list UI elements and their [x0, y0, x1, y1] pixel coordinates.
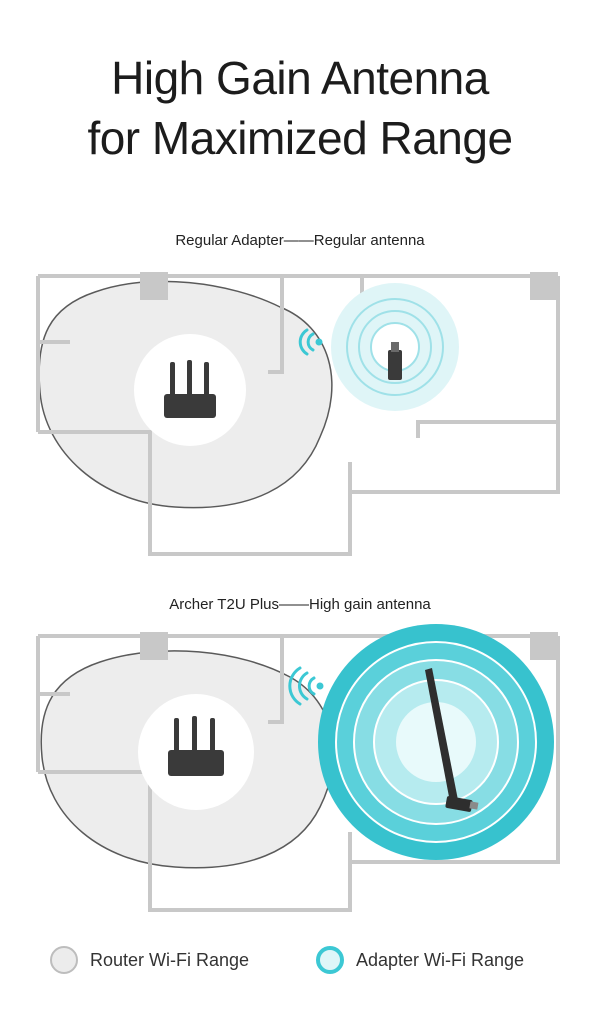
high-gain-usb-adapter-icon: [425, 668, 479, 812]
wall-pillar: [140, 632, 168, 660]
adapter-range-swatch-icon: [316, 946, 344, 974]
adapter-range-large: [318, 624, 554, 860]
wall-pillar: [530, 272, 558, 300]
regular-adapter-diagram: [36, 272, 560, 556]
diagram-caption-high-gain: Archer T2U Plus——High gain antenna: [169, 596, 431, 613]
wall-pillar: [140, 272, 168, 300]
router-icon: [168, 716, 224, 776]
title-line-2: for Maximized Range: [87, 112, 513, 164]
legend-item-router-range: Router Wi-Fi Range: [50, 944, 249, 976]
legend-label: Router Wi-Fi Range: [90, 949, 250, 970]
legend-label: Adapter Wi-Fi Range: [356, 949, 525, 970]
usb-adapter-icon: [388, 342, 402, 380]
legend: Router Wi-Fi Range Adapter Wi-Fi Range: [0, 940, 600, 980]
page-title: High Gain Antenna for Maximized Range: [0, 48, 600, 168]
router-icon: [164, 360, 216, 418]
router-range-swatch-icon: [50, 946, 78, 974]
wifi-signal-icon: [288, 666, 324, 706]
floor-plan-walls: [36, 274, 560, 556]
legend-item-adapter-range: Adapter Wi-Fi Range: [316, 944, 524, 976]
wifi-signal-icon: [298, 328, 323, 356]
wall-pillar: [530, 632, 558, 660]
diagram-caption-regular: Regular Adapter——Regular antenna: [175, 232, 425, 249]
title-line-1: High Gain Antenna: [111, 52, 489, 104]
high-gain-adapter-diagram: [36, 624, 560, 912]
